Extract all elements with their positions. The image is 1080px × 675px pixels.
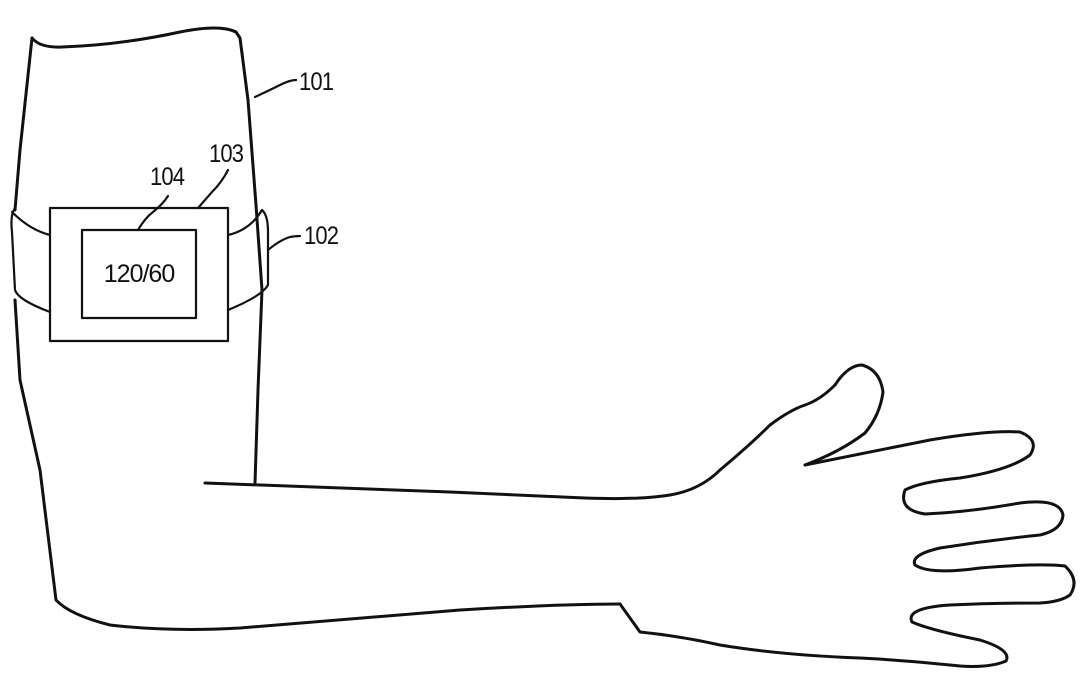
blood-pressure-readout: 120/60	[103, 259, 175, 288]
leader-line-102	[266, 234, 302, 252]
leader-line-104	[136, 194, 170, 232]
band-outline	[10, 206, 270, 314]
device-housing	[48, 206, 230, 343]
reference-label-104: 104	[150, 163, 185, 191]
reference-label-102: 102	[304, 222, 339, 250]
upper-arm-outline	[13, 26, 622, 631]
leader-line-101	[253, 78, 298, 99]
reference-label-101: 101	[299, 68, 334, 96]
leader-line-103	[196, 168, 230, 210]
forearm-hand-outline	[203, 363, 1076, 668]
reference-label-103: 103	[209, 140, 244, 168]
